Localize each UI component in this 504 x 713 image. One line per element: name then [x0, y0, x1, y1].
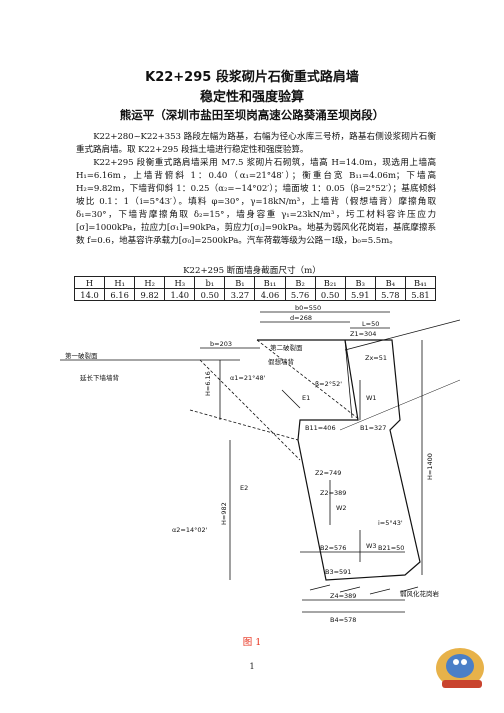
table-header-cell: H₂ [134, 276, 166, 289]
table-header-cell: B₂₁ [314, 276, 346, 289]
page-number: 1 [249, 662, 255, 671]
b2-label: B2=576 [320, 544, 346, 552]
table-cell: 0.50 [194, 288, 226, 301]
b0-label: b0=550 [295, 304, 321, 312]
table-cell: 5.78 [374, 288, 406, 301]
b-label: b=203 [210, 340, 232, 348]
table-header-cell: B₂ [284, 276, 316, 289]
b11-label: B11=406 [305, 424, 336, 432]
document-subtitle: 稳定性和强度验算 [199, 90, 304, 105]
retaining-wall-diagram: b0=550 d=268 L=50 Z1=304 b=203 第一破裂面 第二破… [60, 304, 460, 624]
table-header-cell: B₄ [374, 276, 406, 289]
table-cell: 5.91 [344, 288, 376, 301]
paragraph-parameters: K22+295 段衡重式路肩墙采用 M7.5 浆砌片石砌筑，墙高 H=14.0m… [76, 158, 436, 246]
table-cell: 0.50 [314, 288, 346, 301]
force-arrow [281, 389, 301, 409]
table-cell: 9.82 [134, 288, 166, 301]
extended-back-line [189, 409, 299, 441]
b21-label: B21=50 [378, 544, 404, 552]
zx-label: Zx=51 [365, 354, 387, 362]
beta-label: β=2°52' [315, 380, 342, 388]
document-title: K22+295 段浆砌片石衡重式路肩墙 [145, 70, 359, 85]
z2-label: Z2=749 [315, 469, 341, 477]
table-header-cell: H₃ [164, 276, 196, 289]
w1-label: W1 [366, 394, 377, 402]
second-failure-plane-label: 第二破裂面 [270, 343, 303, 352]
l-label: L=50 [362, 320, 379, 328]
publisher-logo-icon [436, 648, 484, 688]
table-row: 14.0 6.16 9.82 1.40 0.50 3.27 4.06 5.76 … [73, 288, 437, 301]
e2-label: E2 [240, 484, 248, 492]
wall-outline [257, 339, 421, 581]
table-header-cell: b₁ [194, 276, 226, 289]
table-cell: 6.16 [104, 288, 136, 301]
e1-label: E1 [302, 394, 310, 402]
table-header-cell: B₃ [344, 276, 376, 289]
table-cell: 5.81 [404, 288, 437, 301]
table-header-row: H H₁ H₂ H₃ b₁ B₁ B₁₁ B₂ B₂₁ B₃ B₄ B₄₁ [73, 276, 437, 289]
failure-plane-1 [256, 339, 361, 421]
bedrock-label: 弱风化花岗岩 [400, 589, 440, 598]
extended-back-label: 延长下墙墙背 [80, 373, 120, 382]
table-header-cell: B₄₁ [404, 276, 437, 289]
w2-label: W2 [336, 504, 347, 512]
alpha1-label: α1=21°48' [230, 374, 266, 382]
wall-back-line [344, 339, 353, 419]
paragraph-intro: K22+280~K22+353 路段左幅为路基，右幅为径心水库三号桥，路基右侧设… [76, 132, 436, 155]
author-line: 熊运平（深圳市盐田至坝岗高速公路葵涌至坝岗段） [119, 108, 385, 122]
b4-label: B4=578 [330, 616, 356, 624]
table-header-cell: H [73, 276, 106, 289]
slope-line [339, 379, 460, 431]
slope-line [344, 319, 460, 351]
table-header-cell: B₁₁ [254, 276, 286, 289]
z2b-label: Z2=389 [320, 489, 346, 497]
table-cell: 14.0 [73, 288, 106, 301]
i-label: i=5°43' [378, 519, 403, 527]
lower-height-label: H=982 [220, 502, 228, 525]
figure-caption: 图 1 [242, 637, 262, 648]
bedrock-hatch [309, 584, 419, 595]
table-cell: 3.27 [224, 288, 256, 301]
table-header-cell: B₁ [224, 276, 256, 289]
table-cell: 5.76 [284, 288, 316, 301]
w3-label: W3 [366, 542, 377, 550]
b3-label: B3=591 [325, 568, 351, 576]
table-caption: K22+295 断面墙身截面尺寸（m） [183, 266, 321, 276]
failure-plane-2 [199, 359, 301, 461]
table-cell: 1.40 [164, 288, 196, 301]
first-failure-plane-label: 第一破裂面 [65, 351, 98, 360]
total-height-label: H=1400 [426, 453, 434, 480]
z1-label: Z1=304 [350, 330, 376, 338]
d-label: d=268 [290, 314, 312, 322]
dimension-table: H H₁ H₂ H₃ b₁ B₁ B₁₁ B₂ B₂₁ B₃ B₄ B₄₁ 14… [73, 276, 437, 301]
b1-label: B1=327 [360, 424, 386, 432]
table-header-cell: H₁ [104, 276, 136, 289]
table-cell: 4.06 [254, 288, 286, 301]
upper-height-label: H=6.16 [204, 371, 212, 396]
fake-back-label: 假想墙背 [268, 357, 295, 366]
alpha2-label: α2=14°02' [172, 526, 208, 534]
z4-label: Z4=389 [330, 592, 356, 600]
